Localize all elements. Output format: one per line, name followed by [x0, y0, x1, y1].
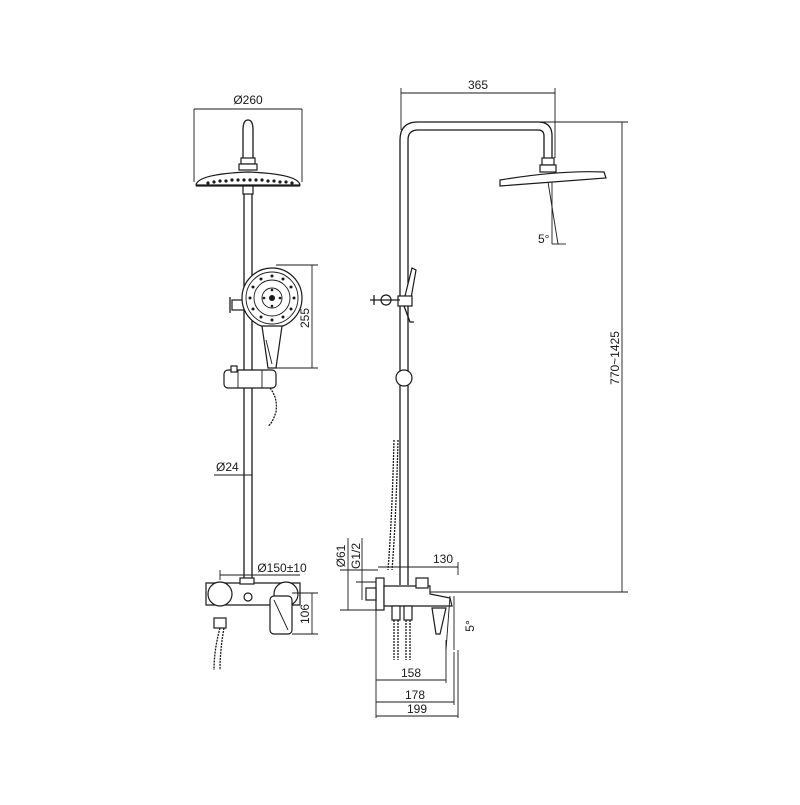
hose-front-lower	[213, 617, 227, 671]
label-depth-178: 178	[405, 688, 425, 702]
dim-height-range: 770~1425	[430, 121, 628, 593]
hand-shower-front	[241, 267, 303, 369]
label-head-diameter: Ø260	[233, 93, 263, 107]
shower-arm-front	[238, 119, 258, 171]
hose-side	[387, 439, 399, 571]
label-hand-shower-height: 255	[298, 308, 312, 328]
dim-rail-diameter: Ø24	[214, 460, 252, 476]
label-valve-spacing: Ø150±10	[257, 561, 307, 575]
mixer-valve-side	[365, 577, 453, 635]
slider-front	[223, 365, 277, 389]
shower-head-front	[195, 171, 301, 195]
slider-side	[395, 369, 413, 387]
label-valve-height: 106	[298, 604, 312, 624]
nozzle-row	[206, 178, 294, 185]
shower-head-side: 5°	[499, 171, 607, 246]
label-depth-199: 199	[407, 702, 427, 716]
mixer-valve-front	[205, 577, 301, 635]
label-spout-130: 130	[433, 552, 453, 566]
side-view: 365 770~1425 5°	[334, 78, 628, 718]
label-head-tilt: 5°	[538, 232, 550, 246]
dim-flange: Ø61 G1/2	[334, 538, 378, 611]
dim-valve: Ø150±10 106	[219, 561, 318, 635]
dim-spout-tilt: 5°	[445, 595, 477, 651]
dim-head-diameter: Ø260	[193, 93, 303, 182]
label-height-range: 770~1425	[608, 331, 622, 385]
dim-hand-shower: 255	[276, 264, 318, 369]
hand-shower-side	[370, 267, 417, 323]
hose-side-lower	[393, 620, 411, 660]
riser-arm-side	[399, 121, 557, 585]
label-depth-158: 158	[401, 666, 421, 680]
hose-front-upper	[267, 387, 278, 427]
label-thread-size: G1/2	[349, 543, 363, 569]
dim-arm-reach: 365	[400, 78, 556, 158]
label-rail-diameter: Ø24	[216, 460, 239, 474]
label-spout-tilt: 5°	[463, 620, 477, 632]
label-flange-diameter: Ø61	[334, 544, 348, 567]
dim-depths: 158 178 199	[375, 610, 459, 718]
label-arm-reach: 365	[468, 78, 488, 92]
dim-spout-130: 130	[378, 552, 459, 575]
hand-shower-nozzles	[248, 274, 296, 322]
front-view: Ø260	[193, 93, 318, 671]
